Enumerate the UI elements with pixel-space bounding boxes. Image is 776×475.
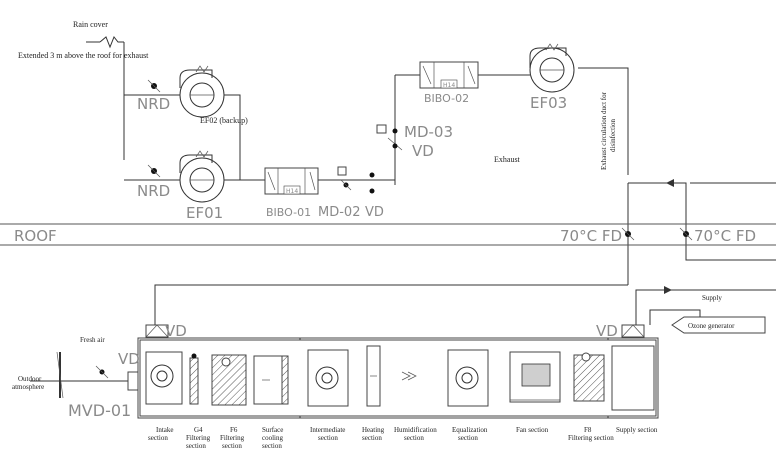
mvd01-label: MVD-01	[68, 401, 131, 420]
section-label: Intermediate section	[310, 426, 347, 442]
fire-damper-left-label: 70°C FD	[560, 227, 622, 245]
ozone-generator	[671, 316, 766, 334]
bibo02-h14-label: H14	[443, 82, 455, 89]
supply-label: Supply	[702, 294, 722, 302]
ef01-fan-icon	[179, 150, 225, 203]
ef03-label: EF03	[530, 94, 567, 112]
ozone-generator-label: Ozone generator	[688, 322, 735, 330]
vd-left-damper	[145, 324, 169, 338]
section-label: F6 Filtering section	[220, 426, 246, 450]
md02-damper	[337, 166, 375, 194]
ef03-fan-icon	[529, 43, 575, 93]
section-label: Surface cooling section	[262, 426, 285, 450]
exhaust-label: Exhaust	[494, 155, 521, 164]
bibo01-filter-box: H14	[264, 167, 319, 195]
nrd-damper-bottom	[147, 164, 161, 178]
intake-louver	[30, 351, 139, 399]
vd-right-damper	[621, 324, 645, 338]
rain-cover-label: Rain cover	[73, 20, 108, 29]
roof-line	[0, 223, 776, 246]
vd-intake-label: VD	[118, 350, 140, 368]
section-label: F8 Filtering section	[568, 426, 614, 442]
circulation-duct-label-1: Exhaust circulation duct for	[600, 91, 608, 170]
nrd-damper-top	[147, 79, 161, 93]
circulation-duct-label-2: disinfection	[609, 118, 617, 152]
bibo02-label: BIBO-02	[424, 92, 469, 105]
section-label: Equalization section	[452, 426, 489, 442]
vd-right-label: VD	[596, 322, 618, 340]
section-label: Heating section	[362, 426, 386, 442]
md02-label: MD-02	[318, 205, 360, 220]
roof-exhaust-label: Extended 3 m above the roof for exhaust	[18, 51, 149, 60]
nrd-top-label: NRD	[137, 95, 170, 113]
fresh-air-label: Fresh air	[80, 336, 105, 344]
fire-damper-right	[679, 227, 693, 241]
bibo02-filter-box: H14	[419, 61, 479, 89]
section-label: Supply section	[616, 426, 658, 434]
exhaust-ducts	[86, 36, 776, 285]
bibo01-label: BIBO-01	[266, 206, 311, 219]
fire-damper-right-label: 70°C FD	[694, 227, 756, 245]
bibo01-h14-label: H14	[286, 188, 298, 195]
section-label: Humidification section	[394, 426, 439, 442]
section-label: Fan section	[516, 426, 549, 434]
section-label: G4 Filtering section	[186, 426, 212, 450]
ef02-label: EF02 (backup)	[200, 116, 248, 125]
md02-vd-label: VD	[365, 205, 384, 220]
section-labels: Intake section G4 Filtering section F6 F…	[148, 426, 658, 450]
md03-label: MD-03	[404, 123, 453, 141]
ef02-fan-icon	[179, 65, 225, 118]
fire-damper-left	[621, 227, 635, 241]
outdoor-label-1: Outdoor	[18, 375, 42, 383]
vd-left-label: VD	[165, 322, 187, 340]
roof-label: ROOF	[14, 227, 57, 245]
ahu-components	[145, 345, 655, 411]
nrd-bottom-label: NRD	[137, 182, 170, 200]
md03-vd-label: VD	[412, 142, 434, 160]
ef01-label: EF01	[186, 204, 223, 222]
section-label: Intake section	[148, 426, 175, 442]
outdoor-label-2: atmosphere	[12, 383, 44, 391]
md03-damper	[376, 124, 403, 151]
